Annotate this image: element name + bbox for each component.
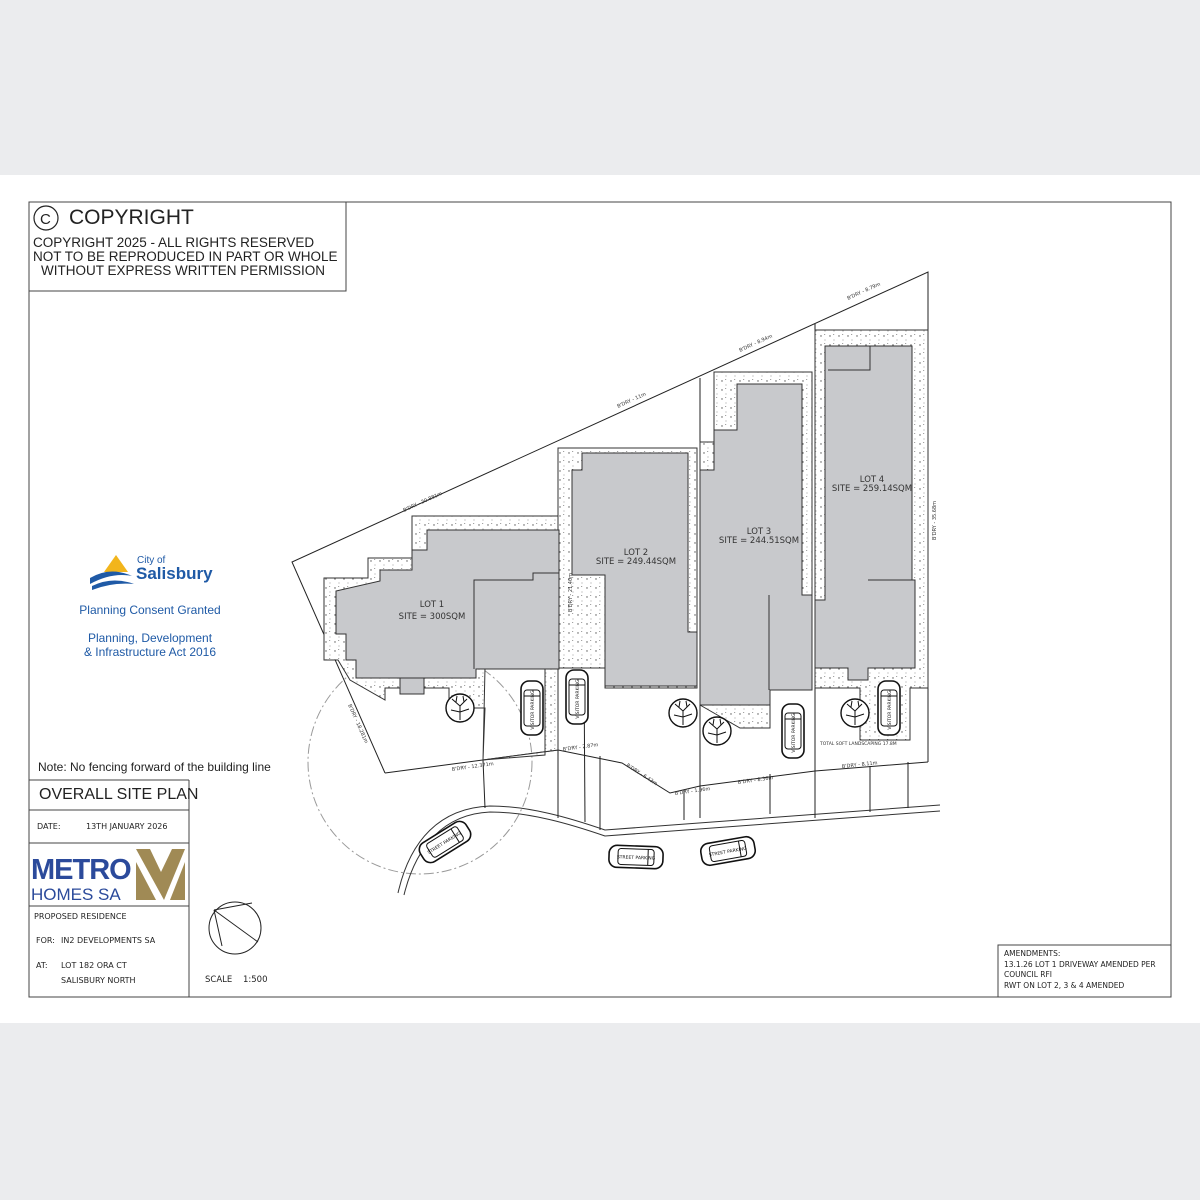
- lot-3-site: SITE = 244.51SQM: [719, 536, 799, 546]
- homes-sa-logo-text: HOMES SA: [31, 885, 121, 904]
- lot-2-building: [571, 452, 698, 687]
- visitor-parking-label: VISITOR PARKING: [887, 690, 893, 730]
- boundary-label: B'DRY - 21.40m: [568, 573, 574, 612]
- tree-icon: [840, 698, 870, 728]
- visitor-parking-label: VISITOR PARKING: [791, 713, 797, 753]
- amendment-line: 13.1.26 LOT 1 DRIVEWAY AMENDED PER: [1004, 959, 1156, 969]
- lot-4-building: [814, 345, 916, 681]
- lot-1-building: [335, 529, 560, 679]
- amendments-heading: AMENDMENTS:: [1004, 949, 1061, 958]
- lot-2-label: LOT 2: [624, 548, 648, 558]
- drawing-title: OVERALL SITE PLAN: [39, 786, 199, 803]
- scale-label: SCALE: [205, 975, 233, 985]
- north-arrow-icon: [208, 901, 262, 955]
- copyright-line: COPYRIGHT 2025 - ALL RIGHTS RESERVED: [33, 235, 315, 250]
- lot-4-site: SITE = 259.14SQM: [832, 484, 912, 494]
- boundary-label: B'DRY - 8.11m: [842, 760, 878, 770]
- site-address-line2: SALISBURY NORTH: [61, 976, 136, 985]
- salisbury-logo-icon: [90, 555, 134, 590]
- boundary-label: B'DRY - 20.881m: [402, 491, 443, 514]
- boundary-label: B'DRY - 8.36m: [737, 775, 773, 786]
- metro-homes-logo-icon: [136, 849, 185, 900]
- act-line: Planning, Development: [87, 631, 213, 645]
- lot-4-label: LOT 4: [860, 475, 884, 485]
- lot-3-building: [699, 383, 813, 706]
- tree-icon: [668, 698, 698, 728]
- planning-consent-status: Planning Consent Granted: [79, 603, 221, 617]
- copyright-line: NOT TO BE REPRODUCED IN PART OR WHOLE: [33, 249, 338, 264]
- proposed-residence: PROPOSED RESIDENCE: [34, 912, 127, 921]
- council-name: Salisbury: [136, 564, 213, 583]
- lot-1-label: LOT 1: [420, 600, 444, 610]
- copyright-title: COPYRIGHT: [69, 206, 194, 229]
- road-kerb: [397, 804, 941, 896]
- boundary-label: B'DRY - 8.79m: [846, 281, 881, 301]
- landscaping-label: TOTAL SOFT LANDSCAPING 17.8M: [819, 741, 897, 747]
- boundary-label: B'DRY - 35.68m: [932, 501, 938, 540]
- visitor-parking-label: VISITOR PARKING: [530, 690, 536, 730]
- copyright-box: [28, 201, 347, 292]
- tree-icon: [702, 716, 732, 746]
- sheet-border: [28, 201, 1172, 998]
- tree-icon: [445, 693, 475, 723]
- visitor-parking-label: VISITOR PARKING: [575, 679, 581, 719]
- act-line: & Infrastructure Act 2016: [83, 645, 217, 659]
- amendment-line: COUNCIL RFI: [1004, 970, 1052, 979]
- title-block-frame: [29, 779, 1172, 998]
- fencing-note: Note: No fencing forward of the building…: [38, 760, 271, 774]
- council-city-of: City of: [137, 555, 166, 566]
- lot-2-site: SITE = 249.44SQM: [596, 557, 676, 567]
- boundary-label: B'DRY - 6.43m: [625, 763, 658, 788]
- street-parking-label: STREET PARKING: [617, 854, 656, 861]
- amendment-line: RWT ON LOT 2, 3 & 4 AMENDED: [1004, 980, 1125, 990]
- boundary-label: B'DRY - 12.371m: [451, 761, 494, 773]
- date-label: DATE:: [37, 822, 61, 831]
- planning-act: Planning, Development & Infrastructure A…: [60, 631, 240, 659]
- copyright-notice: COPYRIGHT 2025 - ALL RIGHTS RESERVED NOT…: [33, 236, 338, 278]
- lot-3-label: LOT 3: [747, 527, 771, 537]
- boundary-label: B'DRY - 1.96m: [674, 786, 710, 797]
- date-value: 13TH JANUARY 2026: [86, 822, 168, 831]
- amendments-box: AMENDMENTS: 13.1.26 LOT 1 DRIVEWAY AMEND…: [1004, 949, 1156, 991]
- lot-1-site: SITE = 300SQM: [399, 612, 466, 622]
- client-name: IN2 DEVELOPMENTS SA: [61, 936, 156, 945]
- copyright-line: WITHOUT EXPRESS WRITTEN PERMISSION: [41, 263, 326, 278]
- at-label: AT:: [36, 961, 48, 970]
- copyright-symbol-icon: [33, 205, 59, 231]
- for-label: FOR:: [36, 936, 55, 945]
- metro-logo-text: METRO: [31, 854, 132, 886]
- copyright-symbol: C: [40, 211, 51, 228]
- site-address-line1: LOT 182 ORA CT: [61, 961, 127, 970]
- buildings: [335, 345, 916, 706]
- scale-value: 1:500: [243, 975, 268, 985]
- boundary-label: B'DRY - 2.87m: [562, 742, 598, 753]
